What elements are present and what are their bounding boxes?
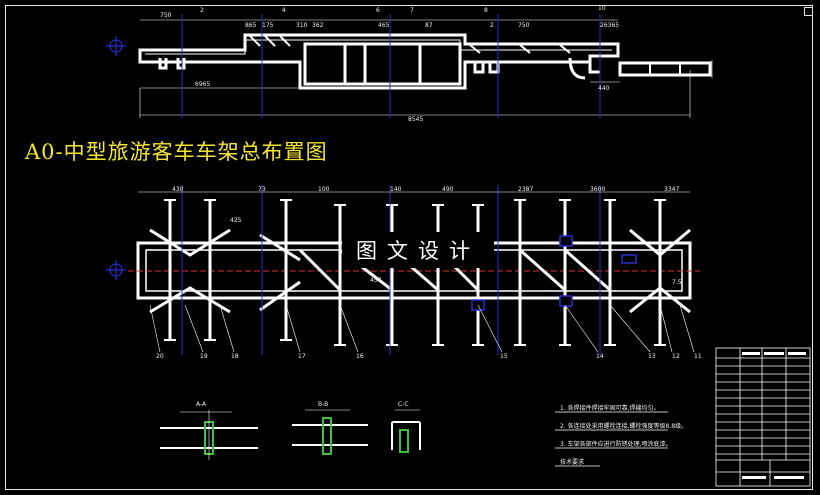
section-details (160, 409, 421, 460)
plan-dimension-label: 490 (442, 186, 454, 193)
watermark-label: 图文设计 (342, 232, 494, 268)
section-label: B-B (318, 401, 328, 408)
plan-dimension-label: 100 (318, 186, 330, 193)
plan-dimension-label: 3347 (664, 186, 679, 193)
plan-inner-dimension-label: 7.5 (672, 279, 682, 286)
side-dimension-label: 362 (312, 22, 324, 29)
part-number-label: 12 (672, 353, 680, 360)
side-dimension-label: 465 (378, 22, 390, 29)
section-label: C-C (398, 401, 409, 408)
side-dimension-label: 865 (245, 22, 257, 29)
side-dimension-label: 750 (160, 12, 172, 19)
part-number-label: 18 (231, 353, 239, 360)
frame-corner-mark (804, 7, 813, 16)
part-number-label: 14 (596, 353, 604, 360)
side-dimension-label: 6 (376, 7, 380, 14)
section-b (292, 409, 368, 455)
part-number-labels: 20 19 18 17 16 15 14 13 12 11 (156, 353, 702, 360)
part-number-label: 11 (694, 353, 702, 360)
notes-lines (555, 411, 668, 467)
side-overall-dimension-label: 440 (598, 85, 610, 92)
note-line: 2. 各连接处采用螺栓连接,螺栓强度等级8.8级。 (560, 422, 687, 430)
part-number-label: 15 (500, 353, 508, 360)
drawing-frame (5, 5, 813, 490)
notes-block: 1. 各焊接件焊接牢固可靠,焊缝均匀。 2. 各连接处采用螺栓连接,螺栓强度等级8… (555, 404, 687, 467)
plan-dimension-label: 73 (258, 186, 266, 193)
notes-text: 1. 各焊接件焊接牢固可靠,焊缝均匀。 2. 各连接处采用螺栓连接,螺栓强度等级8… (560, 404, 687, 466)
side-dimension-labels: 750 2 865 175 4 310 362 6 465 7 87 8 2 750 10 26365 6965… (160, 5, 619, 123)
plan-inner-dimension-label: 457 (370, 277, 382, 284)
plan-dimension-label: 2387 (518, 186, 533, 193)
plan-dimension-label: 430 (172, 186, 184, 193)
side-dimension-label: 10 (598, 5, 606, 12)
plan-view (106, 185, 700, 355)
note-line: 3. 车架各部件应进行防锈处理,喷涂底漆。 (560, 440, 672, 448)
side-dimension-lines (139, 19, 713, 118)
side-dimension-label: 8 (484, 7, 488, 14)
plan-dimension-labels: 430 73 100 140 490 2387 3600 3347 425 457 7.5 (172, 186, 682, 286)
plan-inner-dimension-label: 425 (230, 217, 242, 224)
part-number-label: 13 (648, 353, 656, 360)
side-dimension-label: 750 (518, 22, 530, 29)
plan-dimension-label: 140 (390, 186, 402, 193)
note-line: 技术要求 (560, 458, 584, 466)
side-view (106, 14, 713, 118)
side-dimension-label: 87 (425, 22, 433, 29)
part-number-label: 17 (298, 353, 306, 360)
drawing-title: A0-中型旅游客车车架总布置图 (25, 140, 328, 164)
side-dimension-label: 175 (262, 22, 274, 29)
side-dimension-label: 4 (282, 7, 286, 14)
part-number-label: 16 (356, 353, 364, 360)
section-c (391, 409, 421, 453)
plan-dimension-label: 3600 (590, 186, 605, 193)
outriggers (168, 200, 662, 345)
leader-lines (149, 304, 695, 353)
section-labels: A-A B-B C-C (196, 401, 409, 408)
title-block-fill (742, 352, 806, 479)
axis-lines-side (181, 14, 601, 118)
section-label: A-A (196, 401, 207, 408)
target-symbol (106, 36, 126, 56)
target-symbol-plan (106, 260, 126, 280)
side-dimension-label: 2 (200, 7, 204, 14)
side-dimension-label: 310 (296, 22, 308, 29)
side-dimension-label: 26365 (600, 22, 619, 29)
section-a (160, 410, 258, 460)
axis-lines-plan (181, 185, 601, 355)
side-dimension-label: 7 (410, 7, 414, 14)
title-block (715, 347, 811, 487)
title-block-rows (716, 357, 810, 455)
part-number-label: 19 (200, 353, 208, 360)
part-number-label: 20 (156, 353, 164, 360)
note-line: 1. 各焊接件焊接牢固可靠,焊缝均匀。 (560, 404, 660, 412)
side-overall-dimension-label: 8545 (408, 116, 423, 123)
outrigger-caps (164, 199, 666, 346)
side-dimension-label: 2 (490, 22, 494, 29)
side-overall-dimension-label: 6965 (195, 81, 210, 88)
